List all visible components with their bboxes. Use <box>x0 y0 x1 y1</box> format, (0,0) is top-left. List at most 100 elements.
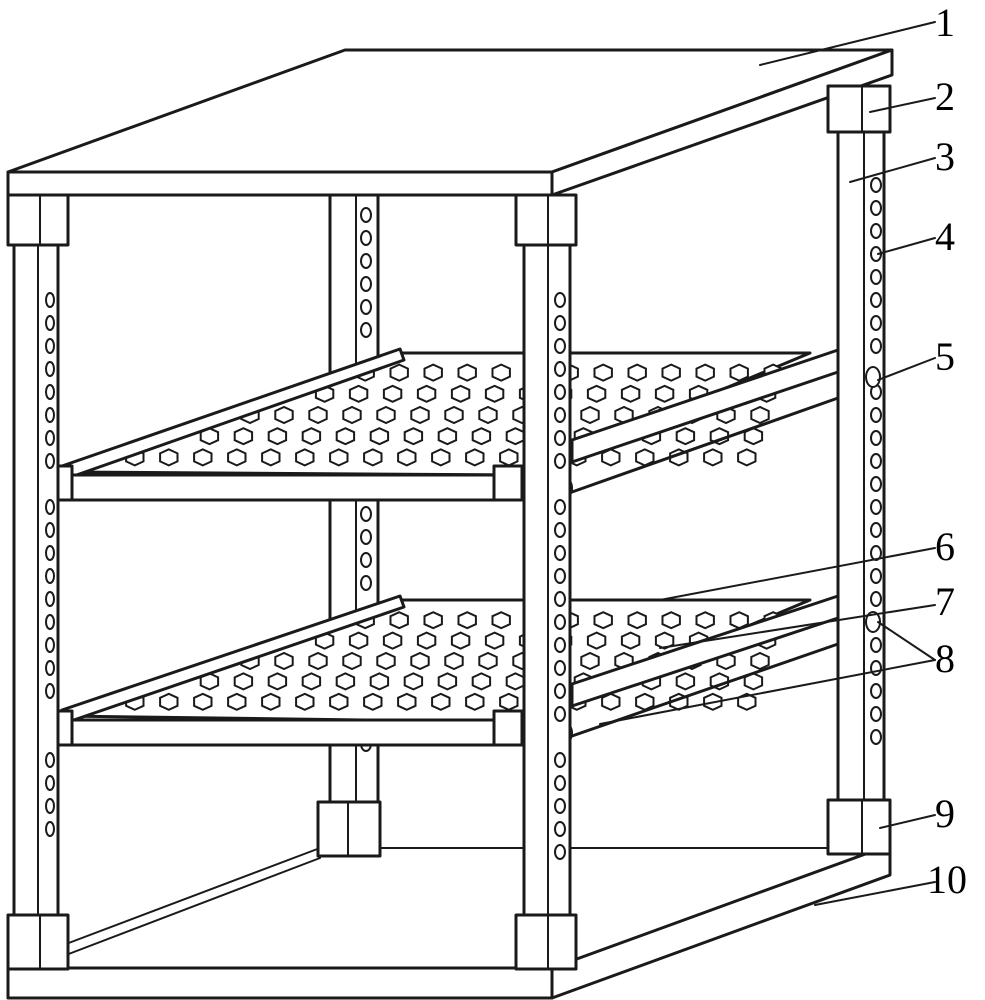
post-hole <box>360 230 372 246</box>
shelf-perforation <box>484 631 505 650</box>
shelf-perforation <box>627 363 647 382</box>
post-hole <box>870 338 882 354</box>
post-hole <box>554 430 566 446</box>
shelf-perforation <box>227 692 247 711</box>
shelf-perforation <box>695 363 715 382</box>
shelf-perforation <box>695 611 715 630</box>
post-hole <box>45 545 55 561</box>
shelf-perforation <box>437 672 458 691</box>
post-hole <box>870 591 882 607</box>
shelf-perforation <box>335 672 356 691</box>
shelf-perforation <box>382 631 403 650</box>
shelf-perforation <box>450 631 471 650</box>
post-hole <box>554 499 566 515</box>
post-hole <box>554 384 566 400</box>
post-hole <box>45 338 55 354</box>
shelf-perforation <box>505 672 526 691</box>
shelf-perforation <box>737 448 757 467</box>
shelf-perforation <box>267 672 288 691</box>
shelf-perforation <box>444 405 464 425</box>
callout-10: 10 <box>927 857 967 902</box>
shelf-perforation <box>369 672 390 691</box>
shelf-perforation <box>227 448 247 467</box>
post-hole <box>360 299 372 315</box>
post-hole <box>360 529 372 545</box>
callout-3: 3 <box>935 134 955 179</box>
shelf-perforation <box>505 427 526 446</box>
shelf-perforation <box>193 448 213 467</box>
post-hole <box>45 453 55 469</box>
shelf-perforation <box>389 611 409 630</box>
post-hole <box>45 430 55 446</box>
shelf-perforation <box>593 363 613 382</box>
post-hole <box>360 506 372 522</box>
shelf-perforation <box>661 611 681 630</box>
post-hole <box>360 552 372 568</box>
shelf-perforation <box>301 427 322 446</box>
post-hole <box>870 292 882 308</box>
post-hole <box>554 614 566 630</box>
post-hole <box>554 637 566 653</box>
shelf-perforation <box>471 427 492 446</box>
shelf-perforation <box>348 631 369 650</box>
shelf-perforation <box>376 405 396 425</box>
post-hole <box>360 322 372 338</box>
post-hole <box>554 844 566 860</box>
shelf-perforation <box>750 405 770 425</box>
post-hole <box>554 407 566 423</box>
rear-right-post <box>836 128 886 807</box>
shelf-perforation <box>403 427 424 446</box>
shelf-perforation <box>193 692 213 711</box>
shelf-perforation <box>261 448 281 467</box>
shelf-perforation <box>499 448 519 467</box>
post-hole <box>45 775 55 791</box>
shelf-perforation <box>444 651 464 671</box>
shelf-perforation <box>593 611 613 630</box>
post-hole <box>45 591 55 607</box>
shelf-perforation <box>233 672 254 691</box>
shelf-perforation <box>403 672 424 691</box>
shelf-perforation <box>499 692 519 711</box>
shelf-perforation <box>601 448 621 467</box>
shelf-perforation <box>382 384 403 403</box>
shelf-perforation <box>233 427 254 446</box>
post-hole <box>45 821 55 837</box>
shelf-perforation <box>580 405 600 425</box>
callout-1: 1 <box>935 0 955 45</box>
shelf-perforation <box>335 427 356 446</box>
post-hole <box>870 522 882 538</box>
shelf-perforation <box>342 651 362 671</box>
post-hole <box>360 207 372 223</box>
post-hole <box>554 315 566 331</box>
post-hole <box>554 798 566 814</box>
shelf-perforation <box>363 448 383 467</box>
post-hole <box>45 660 55 676</box>
callout-leaders <box>599 21 936 906</box>
shelf-perforation <box>274 405 294 425</box>
rear-left-post <box>316 193 382 858</box>
callout-8: 8 <box>935 636 955 681</box>
shelf-perforation <box>342 405 362 425</box>
shelf-perforation <box>416 631 437 650</box>
shelf-perforation <box>423 611 443 630</box>
post-hole <box>45 407 55 423</box>
shelf-perforation <box>295 448 315 467</box>
callout-5: 5 <box>935 334 955 379</box>
post-hole <box>870 637 882 653</box>
post-hole <box>45 614 55 630</box>
shelf-perforation <box>369 427 390 446</box>
post-hole <box>360 253 372 269</box>
shelf-perforation <box>465 692 485 711</box>
shelf-perforation <box>363 692 383 711</box>
shelf-perforation <box>586 631 607 650</box>
callout-9: 9 <box>935 791 955 836</box>
shelf-perforation <box>620 631 641 650</box>
shelf-perforation <box>261 692 281 711</box>
shelf-perforation <box>410 651 430 671</box>
shelf-perforation <box>416 384 437 403</box>
shelf-perforation <box>308 405 328 425</box>
post-hole <box>554 545 566 561</box>
shelf-perforation <box>620 384 641 403</box>
post-hole <box>554 775 566 791</box>
